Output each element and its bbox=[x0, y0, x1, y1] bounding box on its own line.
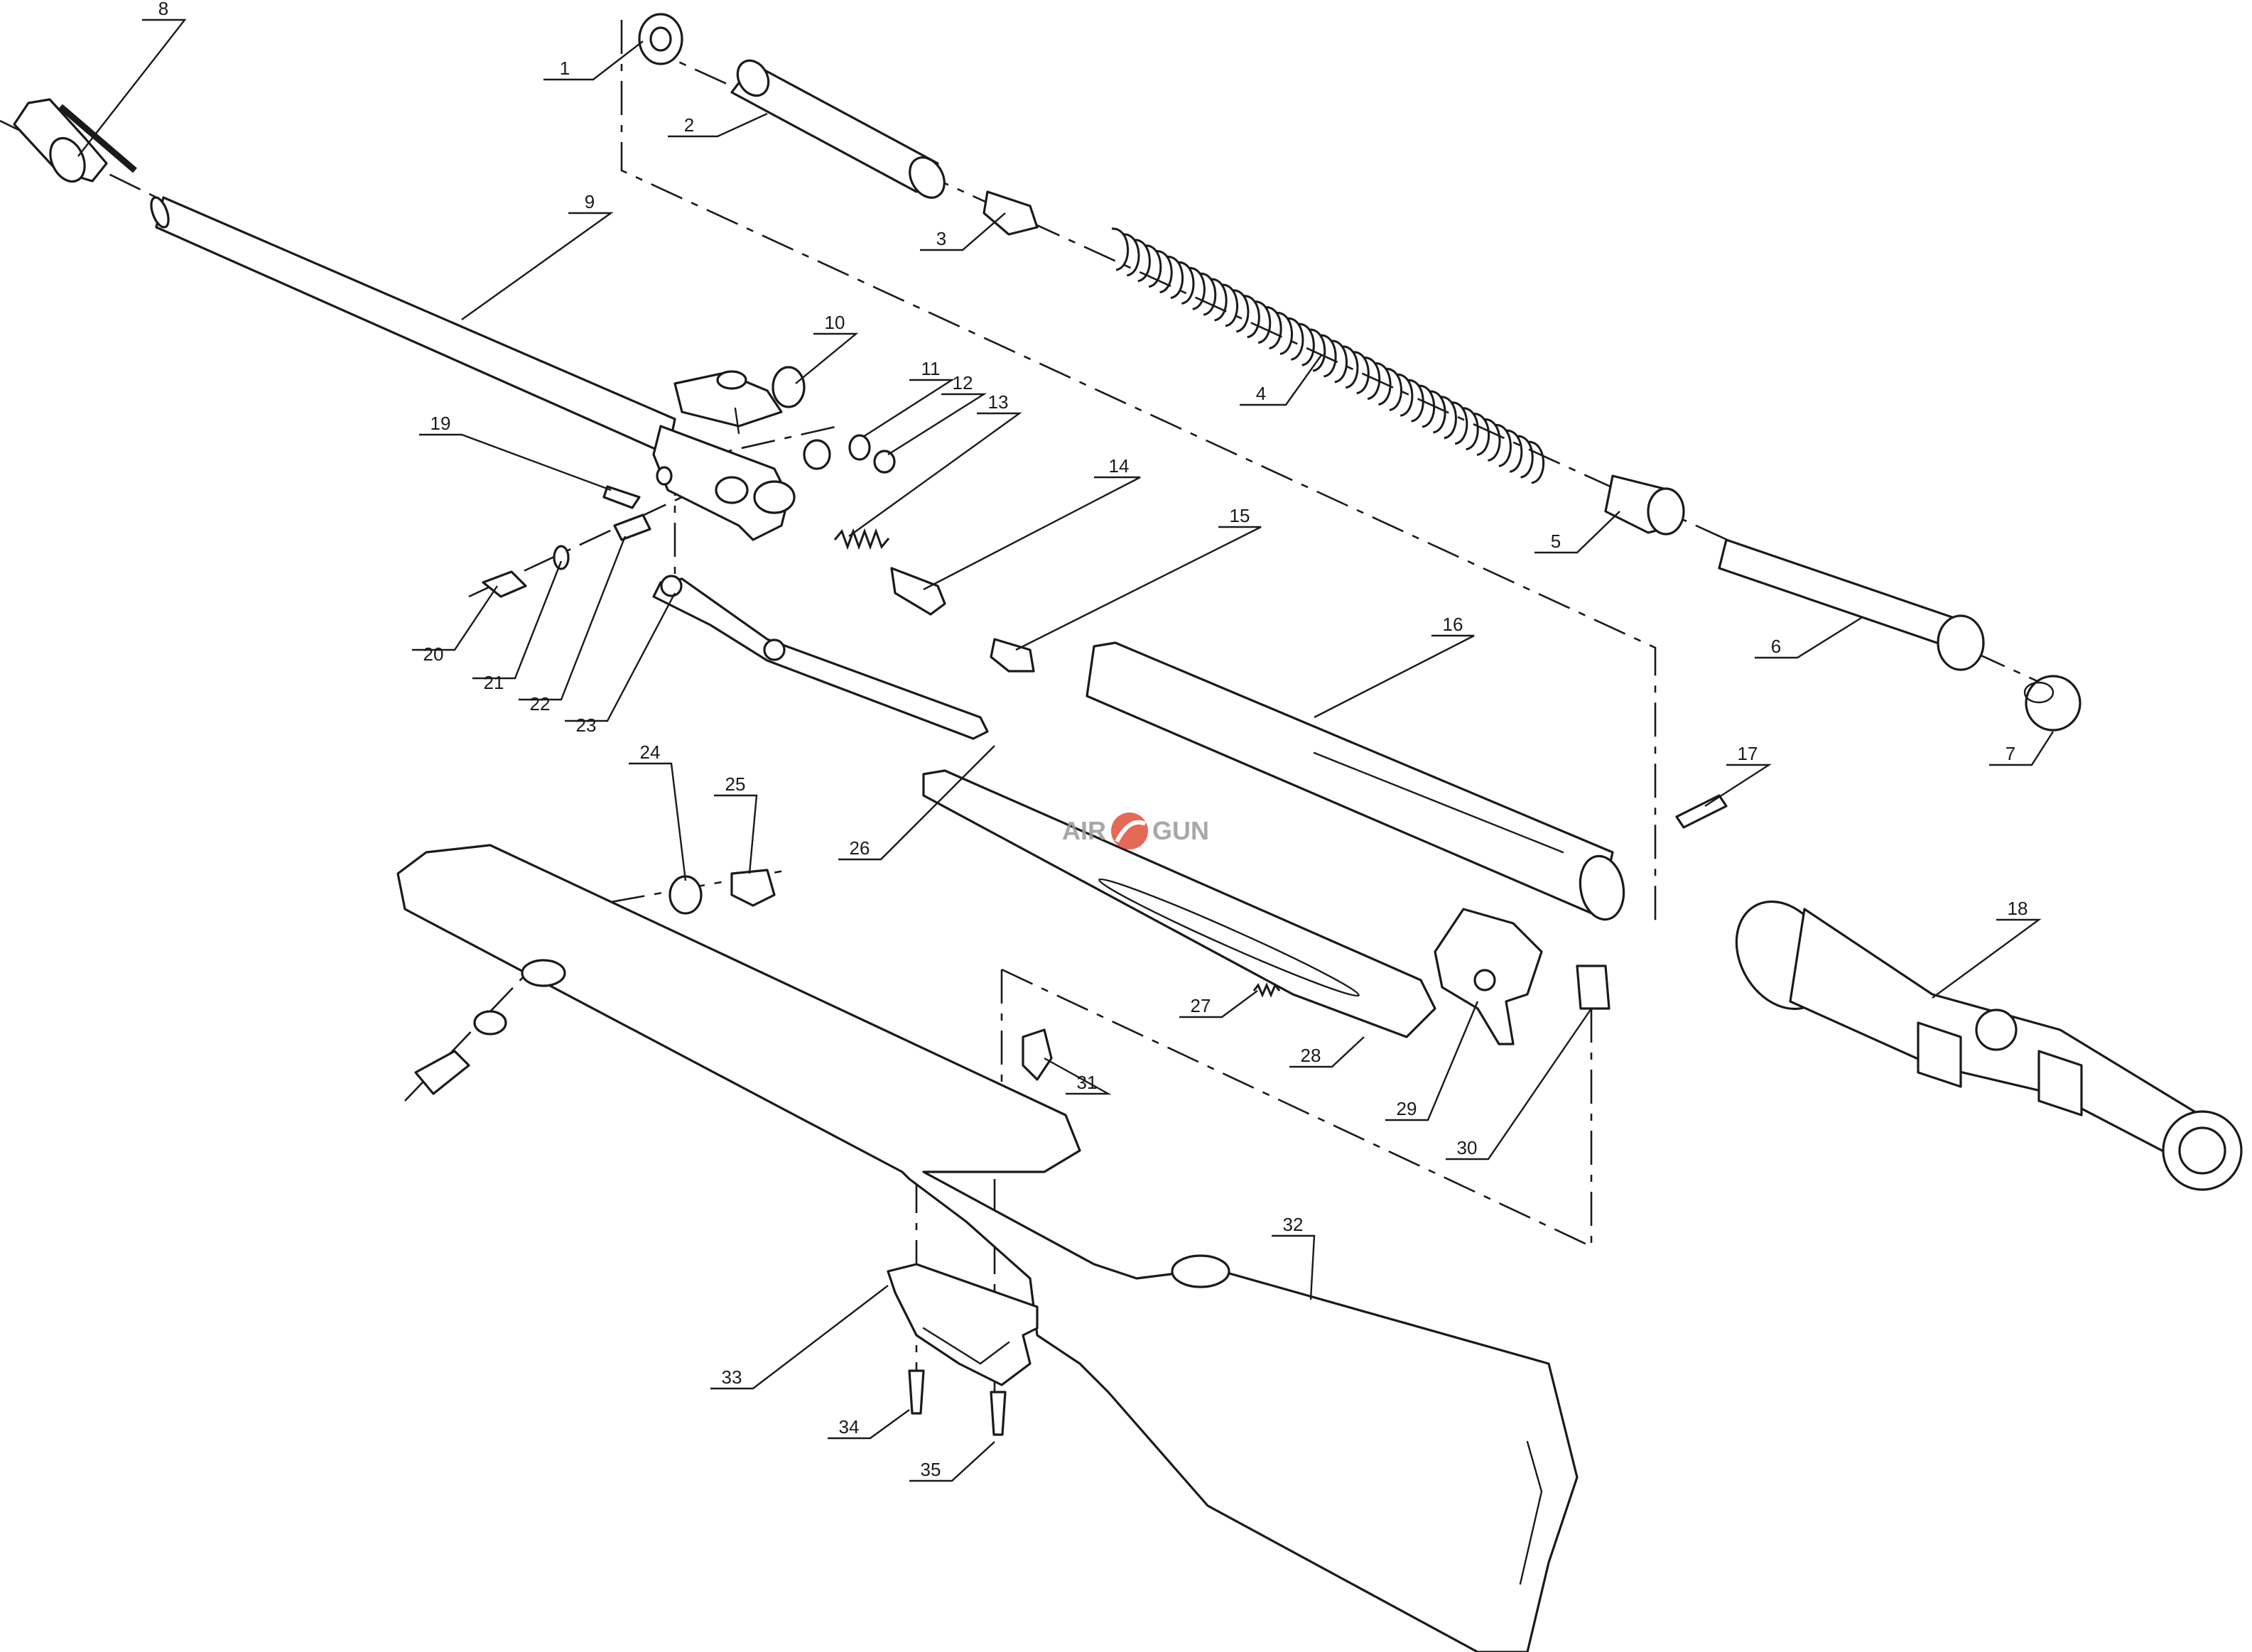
callout-5: 5 bbox=[1551, 531, 1561, 552]
washer-21 bbox=[553, 545, 570, 570]
cocking-lever-part bbox=[652, 575, 989, 740]
stock-part bbox=[396, 844, 1579, 1652]
callout-20: 20 bbox=[423, 643, 444, 665]
watermark-logo-icon bbox=[1111, 813, 1148, 849]
callout-6: 6 bbox=[1771, 636, 1781, 657]
callout-35: 35 bbox=[921, 1459, 941, 1480]
callout-11: 11 bbox=[921, 358, 941, 379]
callout-33: 33 bbox=[722, 1366, 742, 1388]
callout-8: 8 bbox=[158, 0, 168, 19]
cylinder-rear-parts bbox=[1604, 474, 2082, 732]
rear-sight-part bbox=[673, 366, 806, 435]
callout-23: 23 bbox=[576, 714, 597, 736]
callout-2: 2 bbox=[684, 114, 694, 136]
callout-21: 21 bbox=[484, 672, 504, 693]
callout-34: 34 bbox=[839, 1416, 860, 1438]
spring-13 bbox=[833, 528, 890, 550]
callout-18: 18 bbox=[2008, 898, 2028, 919]
callout-30: 30 bbox=[1457, 1137, 1478, 1158]
callout-28: 28 bbox=[1301, 1045, 1321, 1066]
callout-27: 27 bbox=[1191, 995, 1211, 1016]
callout-leader-lines bbox=[77, 18, 2055, 1482]
washer-11 bbox=[848, 434, 871, 461]
safety-31 bbox=[1022, 1028, 1053, 1081]
piston-14 bbox=[890, 567, 946, 616]
spring-27 bbox=[1252, 982, 1281, 998]
callout-19: 19 bbox=[431, 413, 451, 434]
small-hardware-parts bbox=[482, 434, 1035, 673]
barrel-part bbox=[150, 196, 676, 456]
cylinder-upper-parts bbox=[638, 13, 1039, 236]
front-sight-part bbox=[13, 98, 137, 183]
side-screw-parts bbox=[414, 1010, 507, 1095]
callout-9: 9 bbox=[585, 191, 595, 212]
stock-screw-parts bbox=[668, 869, 776, 915]
washer-12 bbox=[873, 450, 896, 474]
latch-15 bbox=[990, 638, 1035, 673]
callout-25: 25 bbox=[725, 773, 746, 795]
callout-4: 4 bbox=[1256, 383, 1266, 404]
airgun-watermark-logo: AIR GUN bbox=[1062, 813, 1209, 849]
callout-14: 14 bbox=[1109, 455, 1130, 477]
pin-17 bbox=[1675, 794, 1728, 829]
callout-3: 3 bbox=[936, 228, 946, 249]
callout-15: 15 bbox=[1230, 505, 1250, 526]
main-spring-part bbox=[1111, 227, 1545, 484]
callout-22: 22 bbox=[530, 693, 551, 714]
callout-32: 32 bbox=[1283, 1214, 1304, 1235]
callout-10: 10 bbox=[825, 312, 845, 333]
callout-31: 31 bbox=[1077, 1072, 1098, 1093]
callout-26: 26 bbox=[850, 837, 870, 859]
callout-7: 7 bbox=[2005, 743, 2015, 764]
callout-12: 12 bbox=[953, 372, 973, 393]
callout-29: 29 bbox=[1397, 1098, 1417, 1119]
callout-17: 17 bbox=[1738, 743, 1758, 764]
screw-35 bbox=[990, 1391, 1007, 1436]
scope-part bbox=[1735, 900, 2243, 1191]
adjust-screw-30 bbox=[1576, 964, 1610, 1010]
callout-24: 24 bbox=[640, 741, 661, 763]
pin-19 bbox=[602, 485, 641, 509]
callout-numbers: 1 2 3 4 5 6 7 8 9 10 11 12 13 14 15 16 1… bbox=[158, 0, 2028, 1480]
trigger-guard-part bbox=[887, 1263, 1039, 1386]
trigger-plate-part bbox=[922, 769, 1436, 1038]
callout-13: 13 bbox=[988, 391, 1009, 413]
screw-20 bbox=[482, 570, 527, 598]
watermark-left-text: AIR bbox=[1062, 816, 1106, 845]
callout-1: 1 bbox=[560, 58, 570, 79]
screw-34 bbox=[908, 1369, 925, 1415]
trigger-part bbox=[1434, 908, 1543, 1045]
watermark-right-text: GUN bbox=[1152, 816, 1209, 845]
bushing-22 bbox=[613, 513, 651, 541]
breech-block-part bbox=[652, 425, 831, 541]
receiver-tube-part bbox=[1086, 641, 1625, 921]
callout-16: 16 bbox=[1443, 614, 1463, 635]
